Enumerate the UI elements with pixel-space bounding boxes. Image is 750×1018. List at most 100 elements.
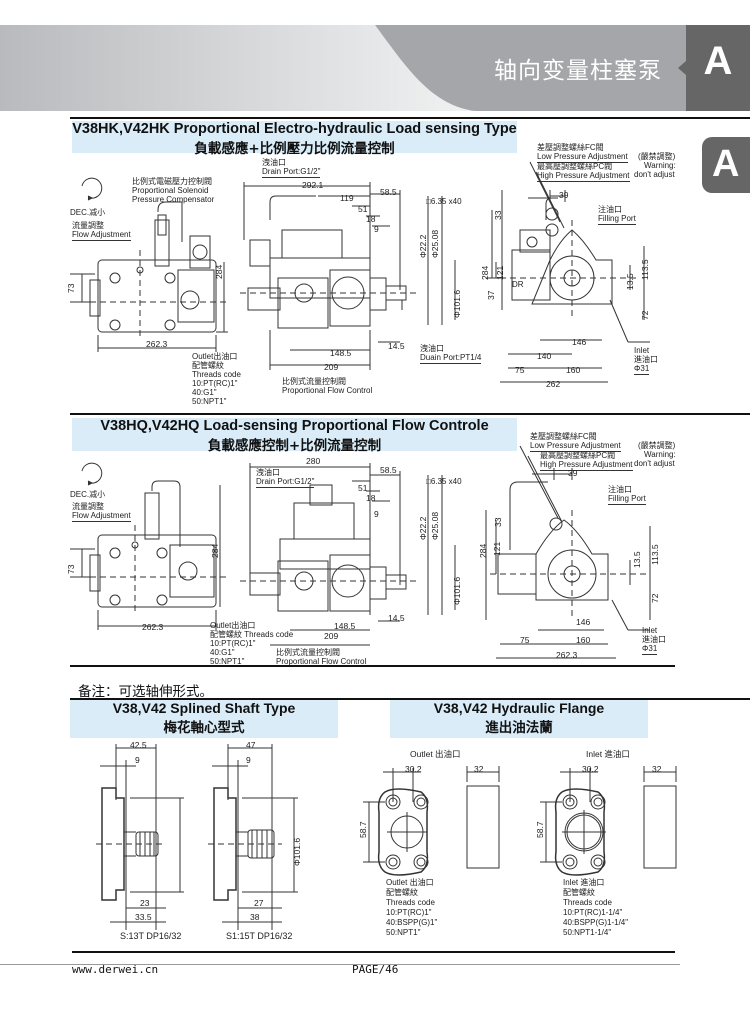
section1-title-cn: 負載感應+比例壓力比例流量控制 bbox=[194, 141, 395, 157]
duain-port-en: Duain Port:PT1/4 bbox=[420, 353, 482, 364]
solenoid-cn: 比例式電磁壓力控制閥 bbox=[132, 177, 212, 186]
dim-160: 160 bbox=[566, 365, 581, 375]
inlet-flange-drawing bbox=[532, 762, 682, 877]
dim-284-2: 284 bbox=[210, 543, 220, 558]
dim-27: 27 bbox=[254, 898, 264, 908]
filling-port-cn: 注油口 bbox=[598, 205, 622, 214]
dim-47: 47 bbox=[246, 740, 256, 750]
dim-119: 119 bbox=[340, 193, 354, 203]
dim-58-5: 58.5 bbox=[380, 187, 397, 197]
outlet-code-50: 50:NPT1" bbox=[192, 397, 227, 406]
filling-port-cn-2: 注油口 bbox=[608, 485, 632, 494]
dim-58-5-2: 58.5 bbox=[380, 465, 397, 475]
dim-58-7-outlet: 58.7 bbox=[358, 821, 368, 838]
dim-32-outlet: 32 bbox=[474, 764, 484, 774]
flange-title-cn: 進出油法蘭 bbox=[485, 720, 553, 736]
dim-72-2: 72 bbox=[650, 593, 660, 603]
warning-en1: Warning: bbox=[644, 161, 676, 170]
splined-s1-caption: S1:15T DP16/32 bbox=[226, 931, 293, 941]
rotation-label: DEC.减小 bbox=[70, 208, 106, 217]
rotation-label-2: DEC.减小 bbox=[70, 490, 106, 499]
dim-39-2: 39 bbox=[568, 468, 578, 478]
footer-top-rule bbox=[72, 951, 675, 953]
dim-33: 33 bbox=[493, 210, 503, 220]
high-adj-en-2: High Pressure Adjustment bbox=[540, 460, 633, 471]
footer-page-number: PAGE/46 bbox=[352, 963, 399, 976]
dim-phi101-s1: Φ101.6 bbox=[292, 837, 302, 866]
filling-port-en: Filling Port bbox=[598, 214, 636, 225]
note-rule bbox=[70, 698, 750, 700]
dim-39: 39 bbox=[559, 190, 569, 200]
dim-18-2: 18 bbox=[366, 493, 376, 503]
shaft-key-2: □6.35 x40 bbox=[426, 477, 462, 486]
dim-75-2: 75 bbox=[520, 635, 530, 645]
dim-160-2: 160 bbox=[576, 635, 591, 645]
section2-top-rule bbox=[70, 413, 750, 415]
splined-title-en: V38,V42 Splined Shaft Type bbox=[112, 700, 296, 716]
dr-label: DR bbox=[512, 280, 524, 289]
dim-9: 9 bbox=[374, 224, 379, 234]
inlet-en: Inlet bbox=[634, 346, 650, 355]
dim-9-s: 9 bbox=[135, 755, 140, 765]
low-adj-en: Low Pressure Adjustment bbox=[537, 152, 628, 163]
dim-73: 73 bbox=[66, 283, 76, 293]
inlet-threads-block: Inlet 進油口 配管螺紋 Threads code 10:PT(RC)1-1… bbox=[563, 878, 629, 937]
low-adj-cn: 差壓調整螺絲FC閥 bbox=[537, 143, 604, 152]
low-adj-cn-2: 差壓調整螺絲FC閥 bbox=[530, 432, 597, 441]
dim-209: 209 bbox=[324, 362, 339, 372]
dim-148-5-2: 148.5 bbox=[334, 621, 356, 631]
inlet-dia: Φ31 bbox=[634, 364, 650, 375]
flow-control-cn-2: 比例式流量控制閥 bbox=[276, 648, 340, 657]
dim-140: 140 bbox=[537, 351, 552, 361]
dim-18: 18 bbox=[366, 214, 376, 224]
section1-title-band: V38HK,V42HK Proportional Electro-hydraul… bbox=[72, 121, 517, 157]
dim-262-3: 262.3 bbox=[146, 339, 168, 349]
dim-209-2: 209 bbox=[324, 631, 339, 641]
dim-33-5: 33.5 bbox=[135, 912, 152, 922]
header-dark-band bbox=[375, 25, 750, 111]
splined-shaft-s-drawing bbox=[90, 740, 210, 930]
outlet-code-40-2: 40:G1" bbox=[210, 648, 235, 657]
dim-37: 37 bbox=[486, 290, 496, 300]
dim-13-5-2: 13.5 bbox=[632, 551, 642, 568]
inlet-dia-2: Φ31 bbox=[642, 644, 658, 655]
dim-121-2: 121 bbox=[492, 541, 502, 556]
outlet-code-10-2: 10:PT(RC)1" bbox=[210, 639, 256, 648]
dim-280: 280 bbox=[306, 456, 321, 466]
dim-113-5-2: 113.5 bbox=[650, 544, 660, 565]
outlet-flange-drawing bbox=[355, 762, 505, 877]
high-adj-en: High Pressure Adjustment bbox=[537, 171, 630, 182]
section1-top-rule bbox=[70, 117, 750, 119]
dim-42-5: 42.5 bbox=[130, 740, 147, 750]
section1-title-en: V38HK,V42HK Proportional Electro-hydraul… bbox=[72, 121, 517, 137]
drain-port-cn: 洩油口 bbox=[262, 158, 286, 167]
section2-title-cn: 負載感應控制+比例流量控制 bbox=[207, 438, 382, 454]
dim-33-2: 33 bbox=[493, 517, 503, 527]
outlet-code-10: 10:PT(RC)1" bbox=[192, 379, 238, 388]
dim-phi101-2: Φ101.6 bbox=[452, 576, 462, 605]
flow-control-en-2: Proportional Flow Control bbox=[276, 657, 367, 666]
dim-284: 284 bbox=[214, 264, 224, 279]
drain-port-cn-2: 洩油口 bbox=[256, 468, 280, 477]
dim-73-2: 73 bbox=[66, 564, 76, 574]
footer-website[interactable]: www.derwei.cn bbox=[72, 963, 159, 976]
section-tab: A bbox=[686, 25, 750, 111]
dim-13-5: 13.5 bbox=[625, 273, 635, 290]
flange-title-band: V38,V42 Hydraulic Flange 進出油法蘭 bbox=[390, 700, 648, 738]
section2-bottom-rule bbox=[70, 665, 675, 667]
dim-72: 72 bbox=[640, 310, 650, 320]
flow-control-cn: 比例式流量控制閥 bbox=[282, 377, 346, 386]
inlet-en-2: Inlet bbox=[642, 626, 658, 635]
dim-51-2: 51 bbox=[358, 483, 368, 493]
flow-adj-cn: 流量調整 bbox=[72, 221, 104, 230]
dim-146-2: 146 bbox=[576, 617, 591, 627]
inlet-flange-label: Inlet 進油口 bbox=[586, 749, 630, 759]
warning-cn: (嚴禁調整) bbox=[638, 152, 676, 161]
dim-38: 38 bbox=[250, 912, 260, 922]
splined-shaft-s1-drawing bbox=[202, 740, 322, 930]
dim-30-2-outlet: 30.2 bbox=[405, 764, 422, 774]
section2-title-band: V38HQ,V42HQ Load-sensing Proportional Fl… bbox=[72, 418, 517, 454]
dim-262: 262 bbox=[546, 379, 561, 389]
inlet-cn-2: 進油口 bbox=[642, 635, 666, 644]
shaft-key: □6.35 x40 bbox=[426, 197, 462, 206]
